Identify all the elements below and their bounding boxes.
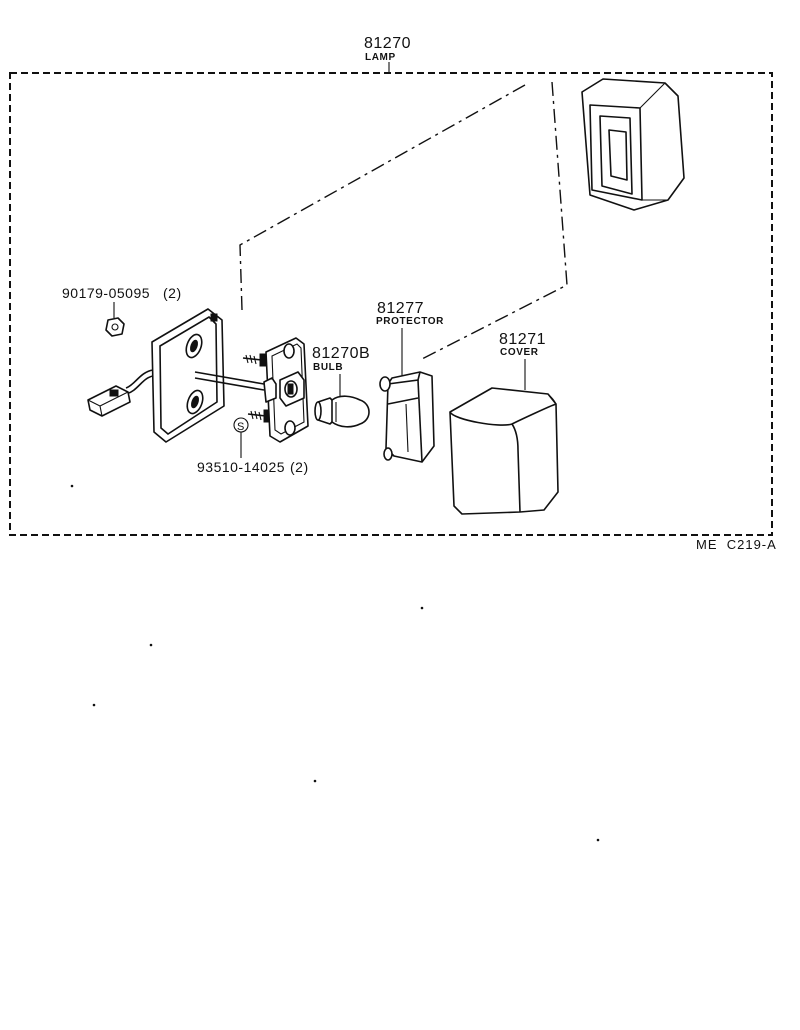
cover-name: COVER — [500, 347, 539, 358]
scan-specks — [70, 484, 600, 842]
screw-top-icon — [242, 353, 269, 367]
assembly-part-number: 81270 — [364, 35, 411, 52]
assembly-boundary — [9, 72, 773, 536]
nut-icon — [105, 317, 125, 337]
alignment-line-right — [419, 81, 568, 361]
vehicle-body-mount — [581, 78, 685, 211]
protector-icon — [379, 371, 435, 463]
screw-part-number: 93510-14025 — [197, 459, 285, 475]
cover-part-number: 81271 — [499, 331, 546, 348]
socket-wire — [194, 371, 265, 385]
screw-symbol: S — [237, 421, 245, 433]
bulb-socket — [263, 337, 309, 443]
protector-part-number: 81277 — [377, 300, 424, 317]
lamp-housing — [151, 308, 225, 443]
figure-reference: ME C219-A — [696, 537, 777, 552]
screw-quantity: (2) — [290, 459, 309, 475]
alignment-line-left — [239, 84, 526, 311]
bulb-name: BULB — [313, 362, 343, 373]
wire-connector — [87, 369, 154, 417]
cover-icon — [449, 387, 559, 515]
bulb-part-number: 81270B — [312, 345, 370, 362]
nut-quantity: (2) — [163, 285, 182, 301]
nut-part-number: 90179-05095 — [62, 285, 150, 301]
assembly-name: LAMP — [365, 52, 396, 63]
bulb-icon — [314, 395, 370, 428]
protector-name: PROTECTOR — [376, 316, 444, 327]
